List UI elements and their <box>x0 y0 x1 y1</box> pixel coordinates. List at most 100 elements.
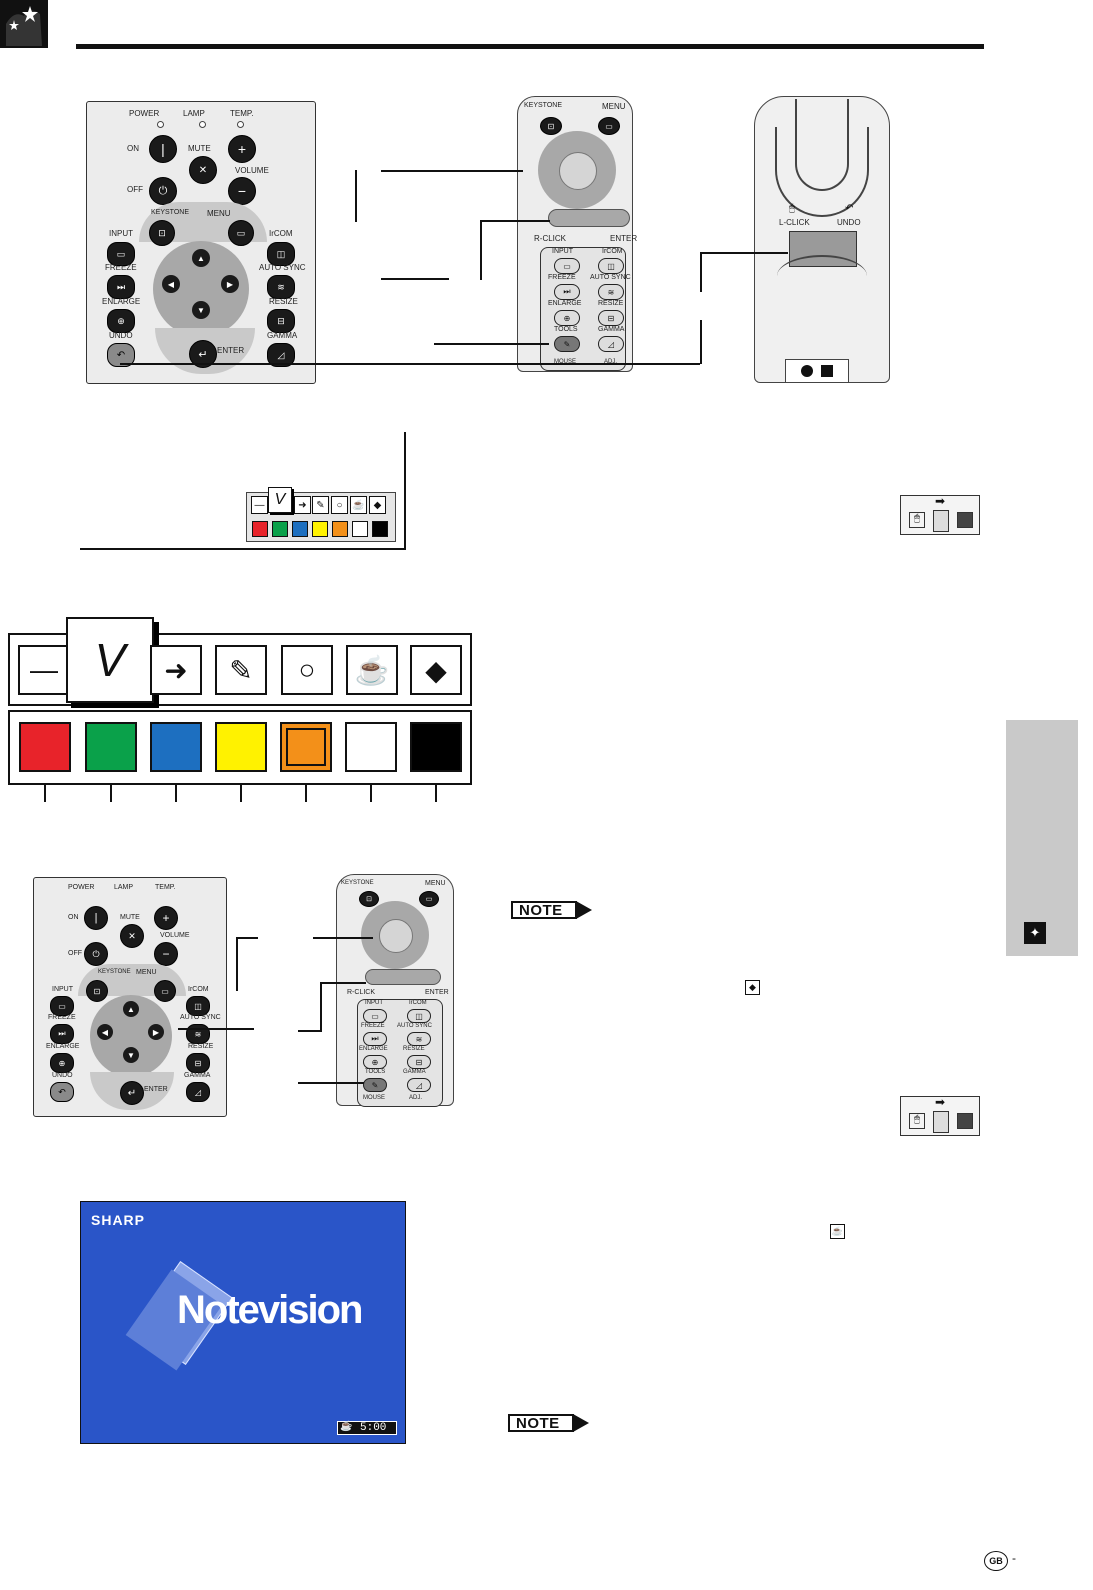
left-arrow-button[interactable]: ◀ <box>97 1024 113 1040</box>
remote-auto-sync-label: AUTO SYNC <box>590 274 631 281</box>
down-arrow-button[interactable]: ▼ <box>123 1047 139 1063</box>
remote-ircom-button[interactable]: ◫ <box>407 1009 431 1023</box>
ircom-button[interactable]: ◫ <box>186 996 210 1016</box>
mute-button[interactable]: ✕ <box>120 924 144 948</box>
right-arrow-button[interactable]: ▶ <box>221 275 239 293</box>
callout-line <box>370 784 372 802</box>
color-white[interactable] <box>352 521 368 537</box>
section-corner-icon <box>0 0 48 48</box>
volume-up-button[interactable]: + <box>154 906 178 930</box>
leader-line <box>236 937 238 991</box>
enter-button[interactable]: ↵ <box>120 1081 144 1105</box>
off-button[interactable]: ⏻ <box>84 942 108 966</box>
remote-enlarge-label: ENLARGE <box>548 300 582 307</box>
remote-input-button[interactable]: ▭ <box>554 258 580 274</box>
remote-resize-button[interactable]: ⊟ <box>407 1055 431 1069</box>
circle-tool-icon[interactable]: ○ <box>331 496 348 514</box>
color-green[interactable] <box>272 521 288 537</box>
color-orange[interactable] <box>280 722 332 772</box>
color-yellow[interactable] <box>215 722 267 772</box>
callout-line <box>240 784 242 802</box>
down-arrow-button[interactable]: ▼ <box>192 301 210 319</box>
up-arrow-button[interactable]: ▲ <box>123 1001 139 1017</box>
menu-button[interactable]: ▭ <box>154 980 176 1002</box>
freeze-button[interactable]: ⏭ <box>107 275 135 299</box>
check-tool-icon[interactable]: V <box>66 617 154 703</box>
auto-sync-button[interactable]: ≋ <box>267 275 295 299</box>
cup-tool-icon[interactable]: ☕ <box>346 645 398 695</box>
callout-line <box>110 784 112 802</box>
color-black[interactable] <box>410 722 462 772</box>
remote-menu-button[interactable]: ▭ <box>419 891 439 907</box>
freeze-button[interactable]: ⏭ <box>50 1024 74 1044</box>
auto-sync-button[interactable]: ≋ <box>186 1024 210 1044</box>
gamma-button[interactable]: ◿ <box>186 1082 210 1102</box>
remote-gamma-button[interactable]: ◿ <box>598 336 624 352</box>
off-button[interactable]: ⏻ <box>149 177 177 205</box>
ircom-button[interactable]: ◫ <box>267 242 295 266</box>
resize-button[interactable]: ⊟ <box>186 1053 210 1073</box>
enlarge-button[interactable]: ⊕ <box>107 309 135 333</box>
menu-button[interactable]: ▭ <box>228 220 254 246</box>
keystone-button[interactable]: ⊡ <box>149 220 175 246</box>
enter-label: ENTER <box>144 1086 168 1093</box>
eraser-tool-icon[interactable]: ◆ <box>410 645 462 695</box>
remote-tools-button[interactable]: ✎ <box>554 336 580 352</box>
remote-menu-button[interactable]: ▭ <box>598 117 620 135</box>
remote-input-button[interactable]: ▭ <box>363 1009 387 1023</box>
remote-enlarge-button[interactable]: ⊕ <box>363 1055 387 1069</box>
color-black[interactable] <box>372 521 388 537</box>
r-click-enter-rocker[interactable] <box>548 209 630 227</box>
r-click-label: R-CLICK <box>347 989 376 996</box>
remote-ircom-button[interactable]: ◫ <box>598 258 624 274</box>
left-arrow-button[interactable]: ◀ <box>162 275 180 293</box>
remote-auto-sync-button[interactable]: ≋ <box>407 1032 431 1046</box>
leader-line <box>480 220 550 222</box>
input-button[interactable]: ▭ <box>107 242 135 266</box>
resize-button[interactable]: ⊟ <box>267 309 295 333</box>
input-button[interactable]: ▭ <box>50 996 74 1016</box>
remote-freeze-button[interactable]: ⏭ <box>554 284 580 300</box>
enlarge-button[interactable]: ⊕ <box>50 1053 74 1073</box>
line-tool-icon[interactable]: — <box>251 496 268 514</box>
remote-auto-sync-button[interactable]: ≋ <box>598 284 624 300</box>
right-arrow-button[interactable]: ▶ <box>148 1024 164 1040</box>
arrow-tool-icon[interactable]: ➜ <box>294 496 311 514</box>
color-orange[interactable] <box>332 521 348 537</box>
r-click-enter-rocker[interactable] <box>365 969 441 985</box>
pen-tool-icon[interactable]: ✎ <box>312 496 329 514</box>
remote-gamma-button[interactable]: ◿ <box>407 1078 431 1092</box>
check-tool-icon[interactable]: V <box>268 487 292 513</box>
lamp-label: LAMP <box>183 109 205 118</box>
remote-freeze-button[interactable]: ⏭ <box>363 1032 387 1046</box>
on-button[interactable]: | <box>149 135 177 163</box>
color-red[interactable] <box>19 722 71 772</box>
on-button[interactable]: | <box>84 906 108 930</box>
projected-screen: SHARP Notevision ☕ 5:00 <box>80 1201 406 1444</box>
color-yellow[interactable] <box>312 521 328 537</box>
line-tool-icon[interactable]: — <box>18 645 70 695</box>
remote-enlarge-button[interactable]: ⊕ <box>554 310 580 326</box>
color-blue[interactable] <box>292 521 308 537</box>
color-blue[interactable] <box>150 722 202 772</box>
remote-keystone-button[interactable]: ⊡ <box>540 117 562 135</box>
cup-tool-icon[interactable]: ☕ <box>350 496 367 514</box>
color-white[interactable] <box>345 722 397 772</box>
keystone-button[interactable]: ⊡ <box>86 980 108 1002</box>
mute-button[interactable]: ✕ <box>189 156 217 184</box>
pen-tool-icon[interactable]: ✎ <box>215 645 267 695</box>
remote-resize-button[interactable]: ⊟ <box>598 310 624 326</box>
arrow-tool-icon[interactable]: ➜ <box>150 645 202 695</box>
eraser-tool-icon[interactable]: ◆ <box>369 496 386 514</box>
color-red[interactable] <box>252 521 268 537</box>
volume-down-button[interactable]: − <box>228 177 256 205</box>
undo-button[interactable]: ↶ <box>50 1082 74 1102</box>
up-arrow-button[interactable]: ▲ <box>192 249 210 267</box>
color-green[interactable] <box>85 722 137 772</box>
circle-tool-icon[interactable]: ○ <box>281 645 333 695</box>
remote-keystone-button[interactable]: ⊡ <box>359 891 379 907</box>
volume-up-button[interactable]: + <box>228 135 256 163</box>
remote-tools-button[interactable]: ✎ <box>363 1078 387 1092</box>
enlarge-label: ENLARGE <box>102 297 141 306</box>
volume-down-button[interactable]: − <box>154 942 178 966</box>
